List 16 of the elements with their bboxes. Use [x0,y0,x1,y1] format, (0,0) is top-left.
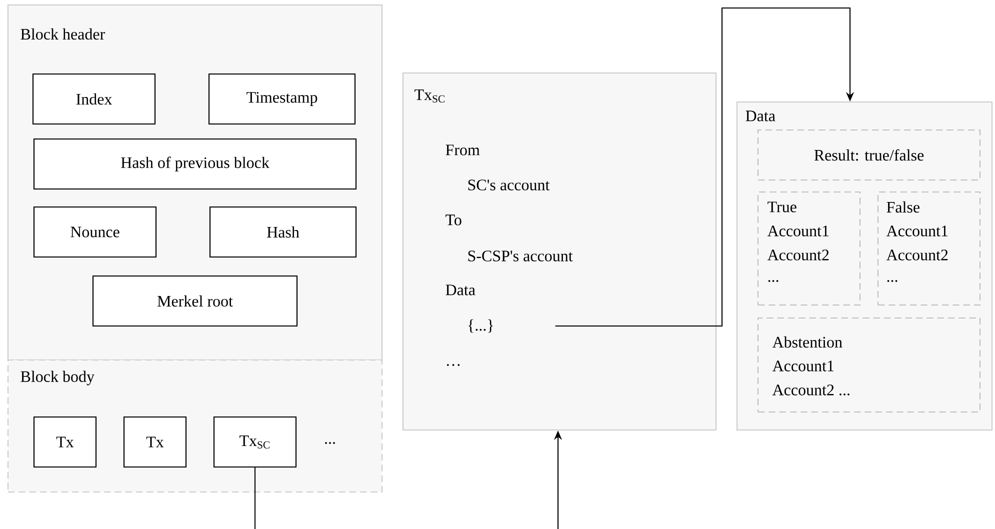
process-box: Tx [33,416,97,468]
ellipsis-text: ... [325,442,335,444]
dashed-box: False Account1 Account2 ... [877,191,981,306]
process-box: Tx [123,416,187,468]
dashed-box: Abstention Account1 Account2 ... [757,317,981,413]
process-box: Hash of previous block [33,138,357,190]
process-box: Nounce [33,206,157,258]
process-box: Tx$_{SC}$ [213,416,297,468]
process-box: Index [32,73,156,125]
process-box: Merkel root [92,275,298,327]
connector-arrow [555,7,854,327]
process-box: Hash [209,206,357,258]
text-item: {...} [468,319,493,333]
dashed-box: True Account1 Account2 ... [757,191,861,306]
process-box: Timestamp [208,73,356,125]
dashed-box: Result: true/false [757,129,981,181]
